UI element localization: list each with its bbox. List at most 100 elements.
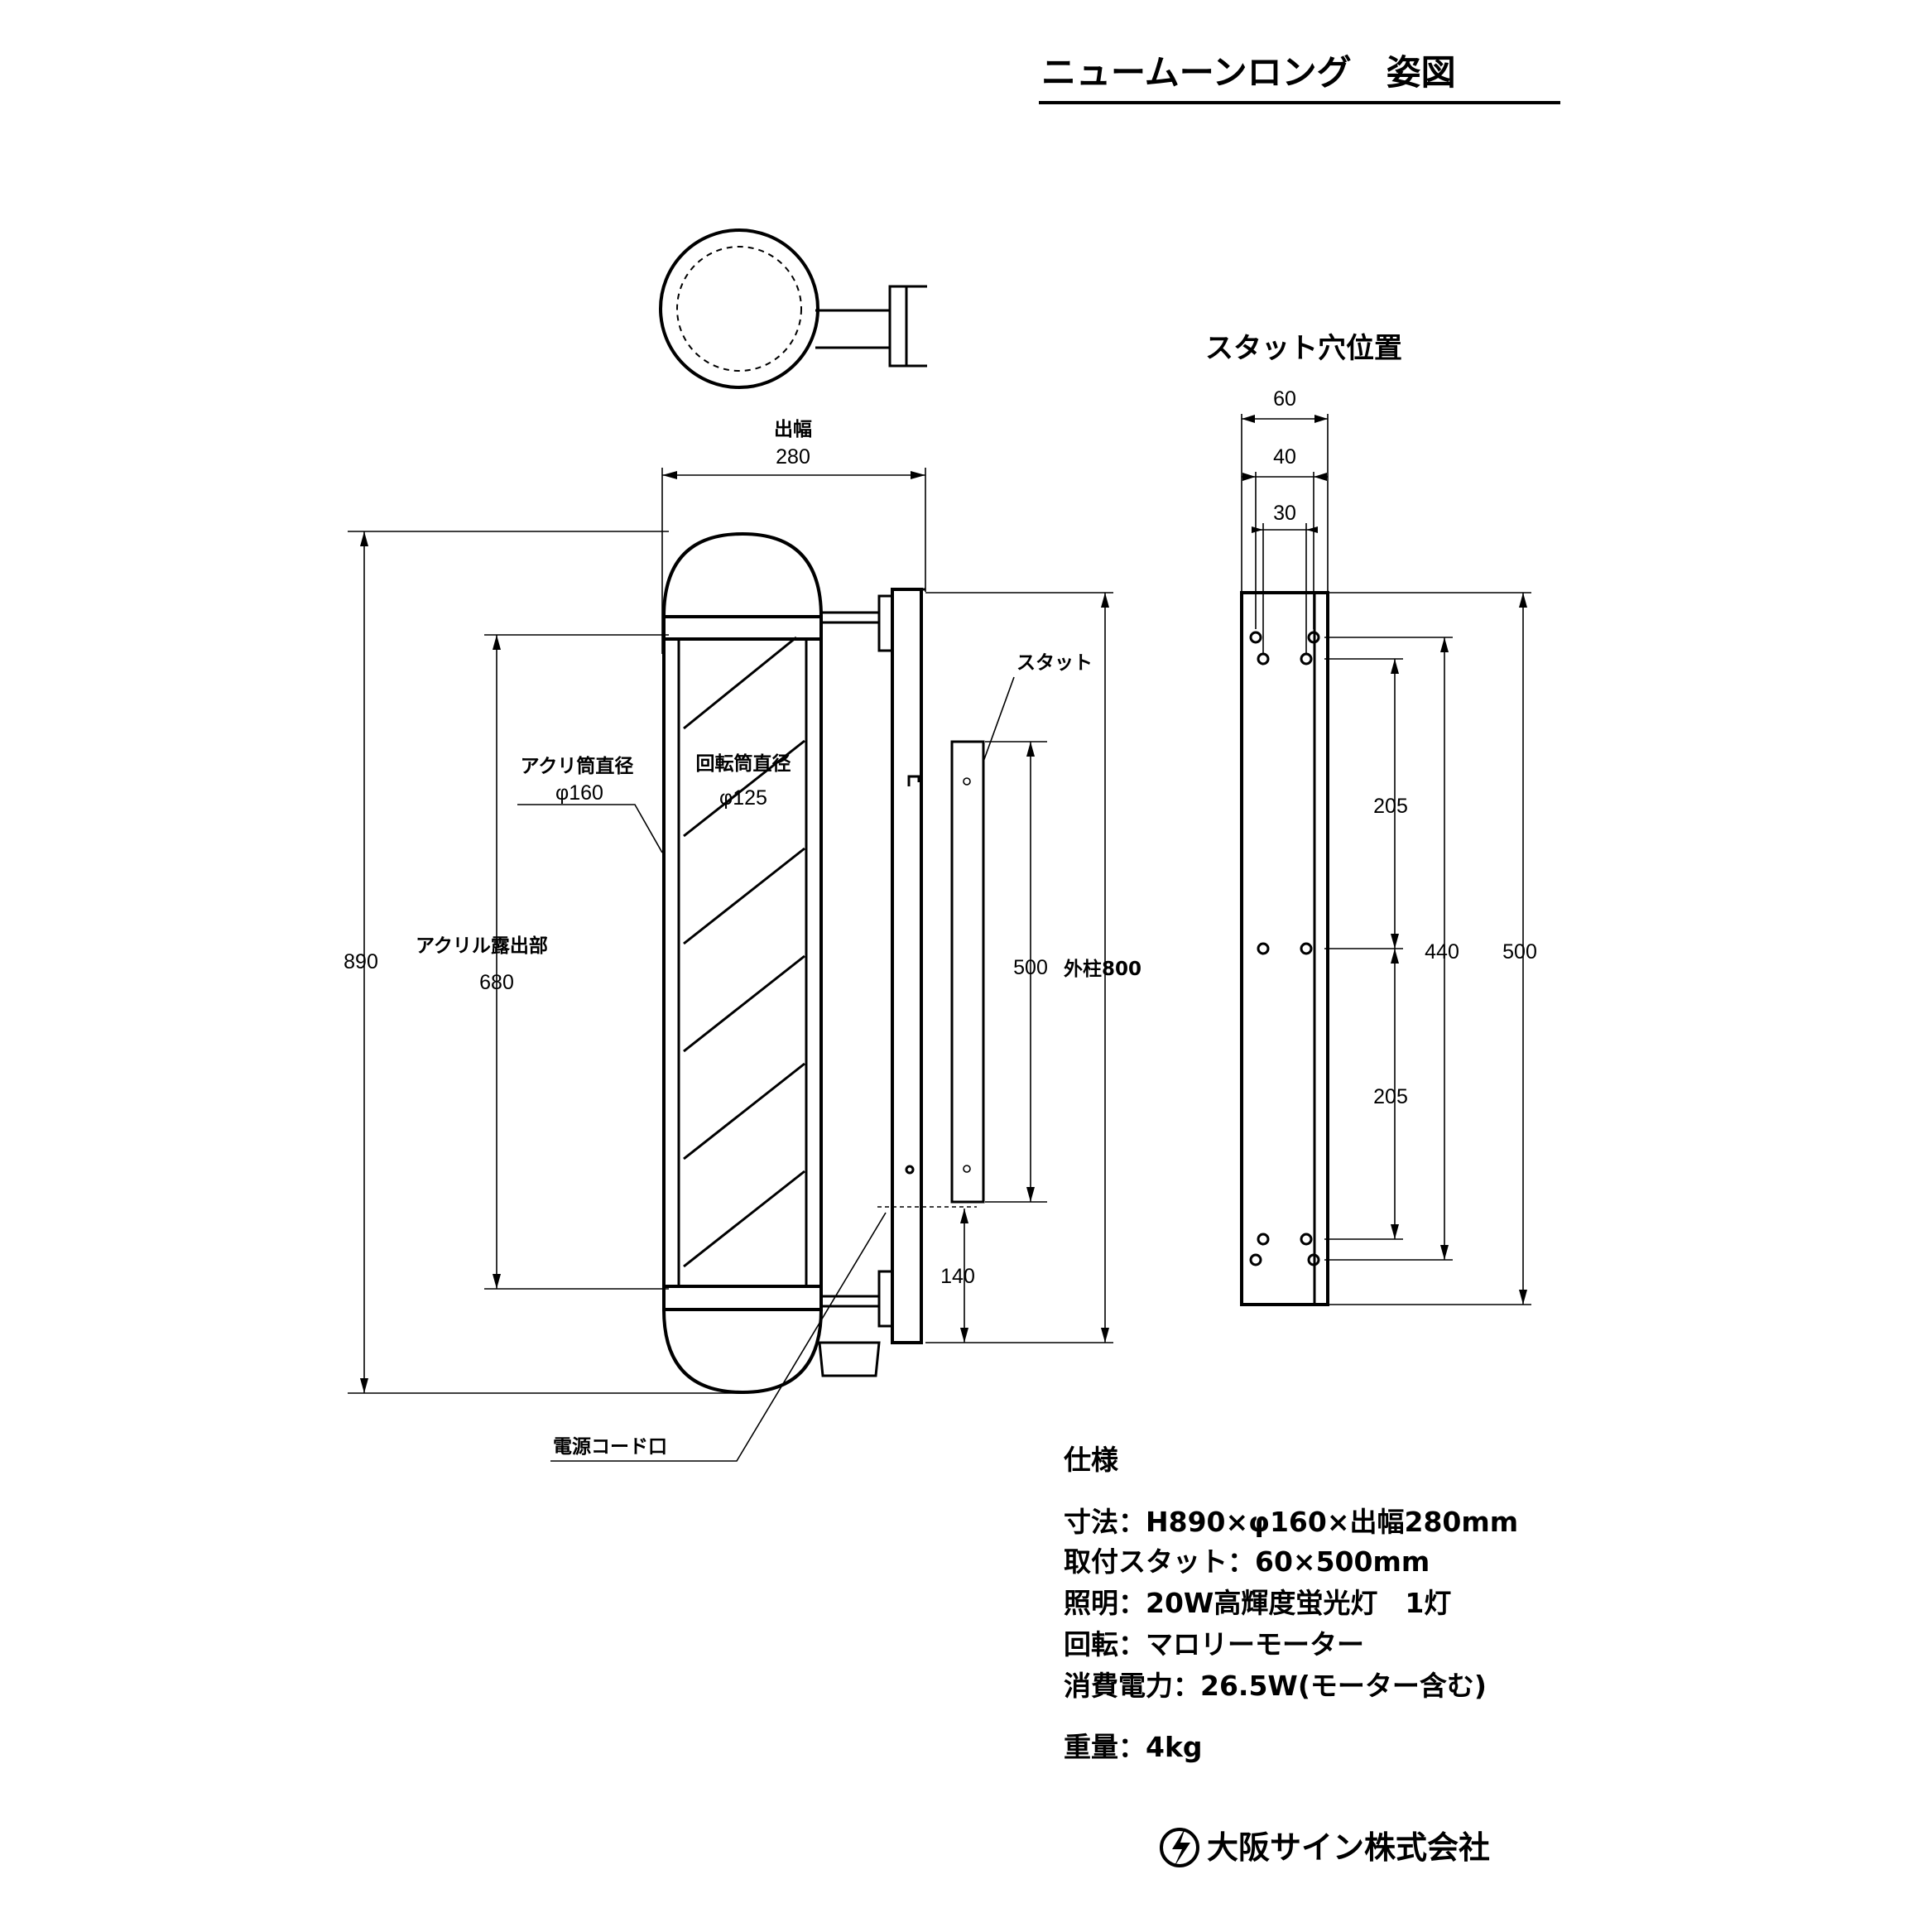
total-500-value: 500 [1502, 940, 1537, 964]
stud-holes [1249, 631, 1320, 1266]
power-cord-leader [550, 1212, 887, 1462]
arrow [1252, 526, 1263, 533]
stud-hole [1249, 1253, 1262, 1266]
arrow [1314, 415, 1328, 423]
stud-leader [983, 676, 1015, 762]
stud-plate [950, 740, 985, 1204]
spec-line-dimensions: 寸法：H890×φ160×出幅280mm [1064, 1506, 1518, 1538]
stripe [683, 954, 805, 1053]
acrylic-diameter-leader [517, 804, 663, 853]
arrow [1306, 526, 1318, 533]
arrow [1519, 593, 1527, 608]
arrow [493, 635, 501, 650]
arrow [1440, 1245, 1449, 1260]
stud-hole-position-view: スタット穴位置 60 40 30 [1205, 332, 1537, 1306]
stud-hole [1300, 652, 1313, 666]
pole-top-ring [662, 615, 823, 641]
pole-bottom-cap [662, 1309, 823, 1395]
arrow [1026, 742, 1035, 757]
arrow [1314, 473, 1327, 481]
arrow [1101, 593, 1109, 608]
arrow [1026, 1187, 1035, 1202]
spec-line-weight: 重量：4kg [1064, 1731, 1203, 1763]
arrow [960, 1328, 968, 1343]
bottom-offset-value: 140 [940, 1265, 975, 1288]
stud-hole [1257, 942, 1270, 955]
stud-hole [1249, 631, 1262, 644]
stud-hole [1300, 942, 1313, 955]
column-screw [905, 1165, 915, 1175]
title-block: ニュームーンロング 姿図 [1039, 52, 1560, 104]
rotating-diameter-value: φ125 [719, 786, 767, 810]
stud-length-value: 500 [1013, 956, 1048, 979]
upper-205-value: 205 [1373, 795, 1408, 818]
barber-stripes [683, 636, 805, 1268]
spec-line-stud: 取付スタット：60×500mm [1064, 1545, 1430, 1578]
arrow [360, 531, 368, 546]
arrow [493, 1274, 501, 1289]
stud-hole [1257, 652, 1270, 666]
acrylic-exposed-value: 680 [479, 971, 514, 994]
specifications: 仕様 寸法：H890×φ160×出幅280mm 取付スタット：60×500mm … [1064, 1444, 1518, 1763]
projection-label: 出幅 [774, 419, 812, 440]
arrow [1391, 934, 1399, 949]
arrow [1391, 949, 1399, 964]
top-view-outer-circle [659, 228, 819, 389]
pole-bottom-ring [662, 1285, 823, 1311]
stripe [683, 1170, 805, 1268]
acrylic-exposed-label: アクリル露出部 [416, 935, 548, 957]
span-440-value: 440 [1425, 940, 1459, 964]
stud-label: スタット [1016, 652, 1093, 674]
arrow [911, 471, 925, 479]
acrylic-diameter-label: アクリ筒直径 [521, 755, 634, 777]
stud-hole [1300, 1233, 1313, 1246]
arrow [1242, 473, 1256, 481]
lightning-circle-logo-icon [1160, 1828, 1199, 1867]
power-cord-outlet [818, 1341, 881, 1377]
upper-arm-bracket [877, 594, 894, 652]
spec-heading: 仕様 [1064, 1444, 1119, 1476]
stud-hole [1307, 631, 1320, 644]
company-block: 大阪サイン株式会社 [1160, 1828, 1490, 1867]
stud-hole [963, 1165, 971, 1173]
arrow [1391, 1224, 1399, 1239]
stripe [683, 847, 805, 945]
arrow [1519, 1290, 1527, 1305]
acrylic-diameter-value: φ160 [555, 781, 603, 805]
stud-side-view: スタット 500 外柱800 140 [925, 592, 1141, 1343]
top-view-mount-block [888, 285, 908, 368]
width-30-value: 30 [1273, 502, 1296, 525]
lower-205-value: 205 [1373, 1085, 1408, 1108]
spec-line-power: 消費電力：26.5W(モーター含む) [1064, 1670, 1487, 1702]
stud-view-title: スタット穴位置 [1205, 332, 1402, 365]
arrow [1391, 659, 1399, 674]
width-60-value: 60 [1273, 387, 1296, 411]
power-cord-label: 電源コード口 [553, 1436, 667, 1458]
rotating-diameter-label: 回転筒直径 [696, 752, 791, 775]
stud-hole [963, 777, 971, 786]
upper-arm [819, 611, 881, 624]
top-view [659, 228, 927, 389]
arrow [1101, 1328, 1109, 1343]
stripe [683, 636, 797, 730]
spec-line-rotation: 回転：マロリーモーター [1064, 1628, 1364, 1660]
width-40-value: 40 [1273, 445, 1296, 469]
outer-column [891, 588, 923, 1344]
motor-symbol [907, 775, 920, 786]
stud-hole [1307, 1253, 1320, 1266]
stripe [683, 1062, 805, 1161]
arrow [1440, 637, 1449, 652]
company-name: 大阪サイン株式会社 [1207, 1829, 1490, 1866]
stud-hole [1257, 1233, 1270, 1246]
spec-line-lighting: 照明：20W高輝度蛍光灯 1灯 [1064, 1587, 1451, 1619]
front-view: 出幅 280 [344, 419, 977, 1462]
arrow [1242, 415, 1255, 423]
projection-value: 280 [776, 445, 810, 469]
page-title: ニュームーンロング 姿図 [1041, 52, 1456, 93]
arrow [360, 1378, 368, 1393]
outer-column-label: 外柱800 [1064, 958, 1141, 980]
arrow [960, 1209, 968, 1223]
stripe [683, 739, 805, 838]
pole-top-cap [662, 531, 823, 618]
